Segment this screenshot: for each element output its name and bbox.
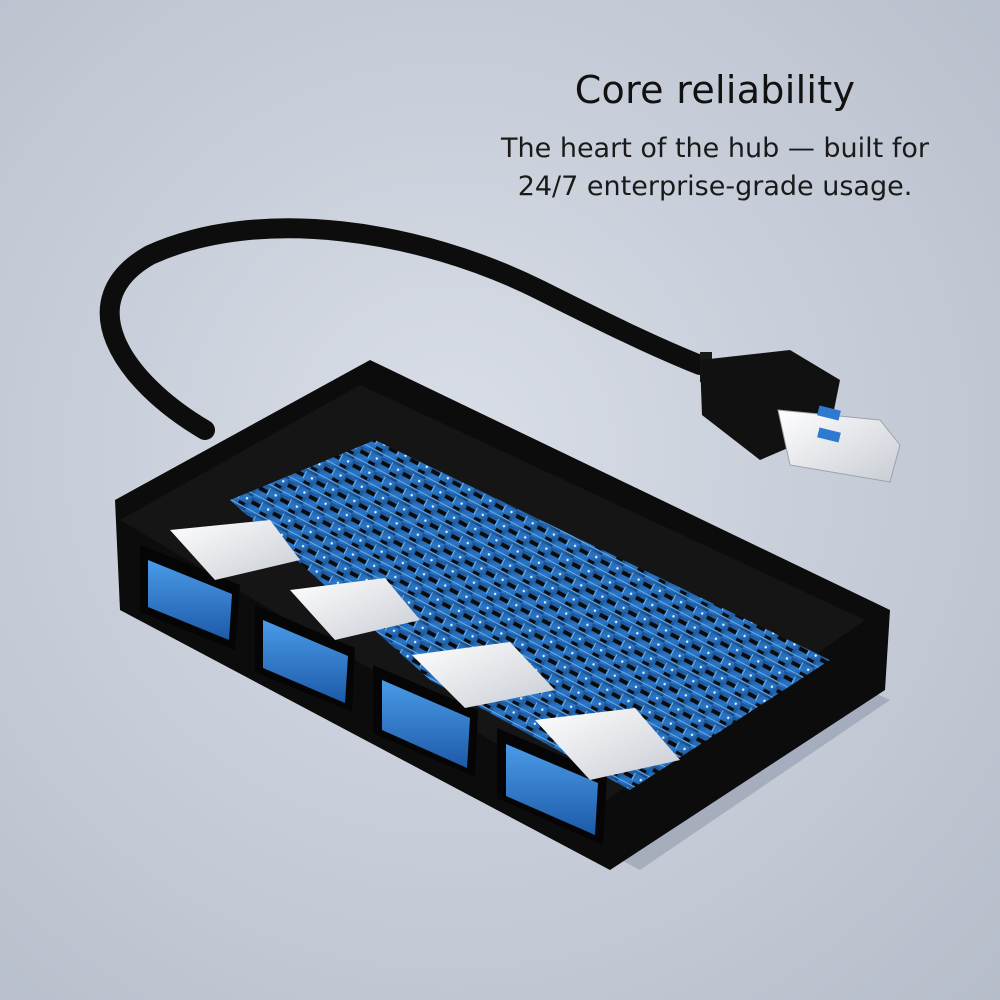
usb-cable xyxy=(99,218,710,440)
subtext: The heart of the hub — built for 24/7 en… xyxy=(470,130,960,206)
usb-ports xyxy=(140,520,680,845)
hub-body xyxy=(115,360,890,870)
usb-port-2 xyxy=(255,578,420,712)
usb-port-3 xyxy=(373,642,555,777)
usb-a-plug xyxy=(700,350,901,483)
headline: Core reliability xyxy=(574,68,856,112)
usb-port-1 xyxy=(140,520,300,650)
circuit-board xyxy=(230,440,830,790)
usb-port-4 xyxy=(497,708,680,845)
subtext-line-1: The heart of the hub — built for xyxy=(501,133,929,164)
subtext-line-2: 24/7 enterprise-grade usage. xyxy=(517,171,913,202)
